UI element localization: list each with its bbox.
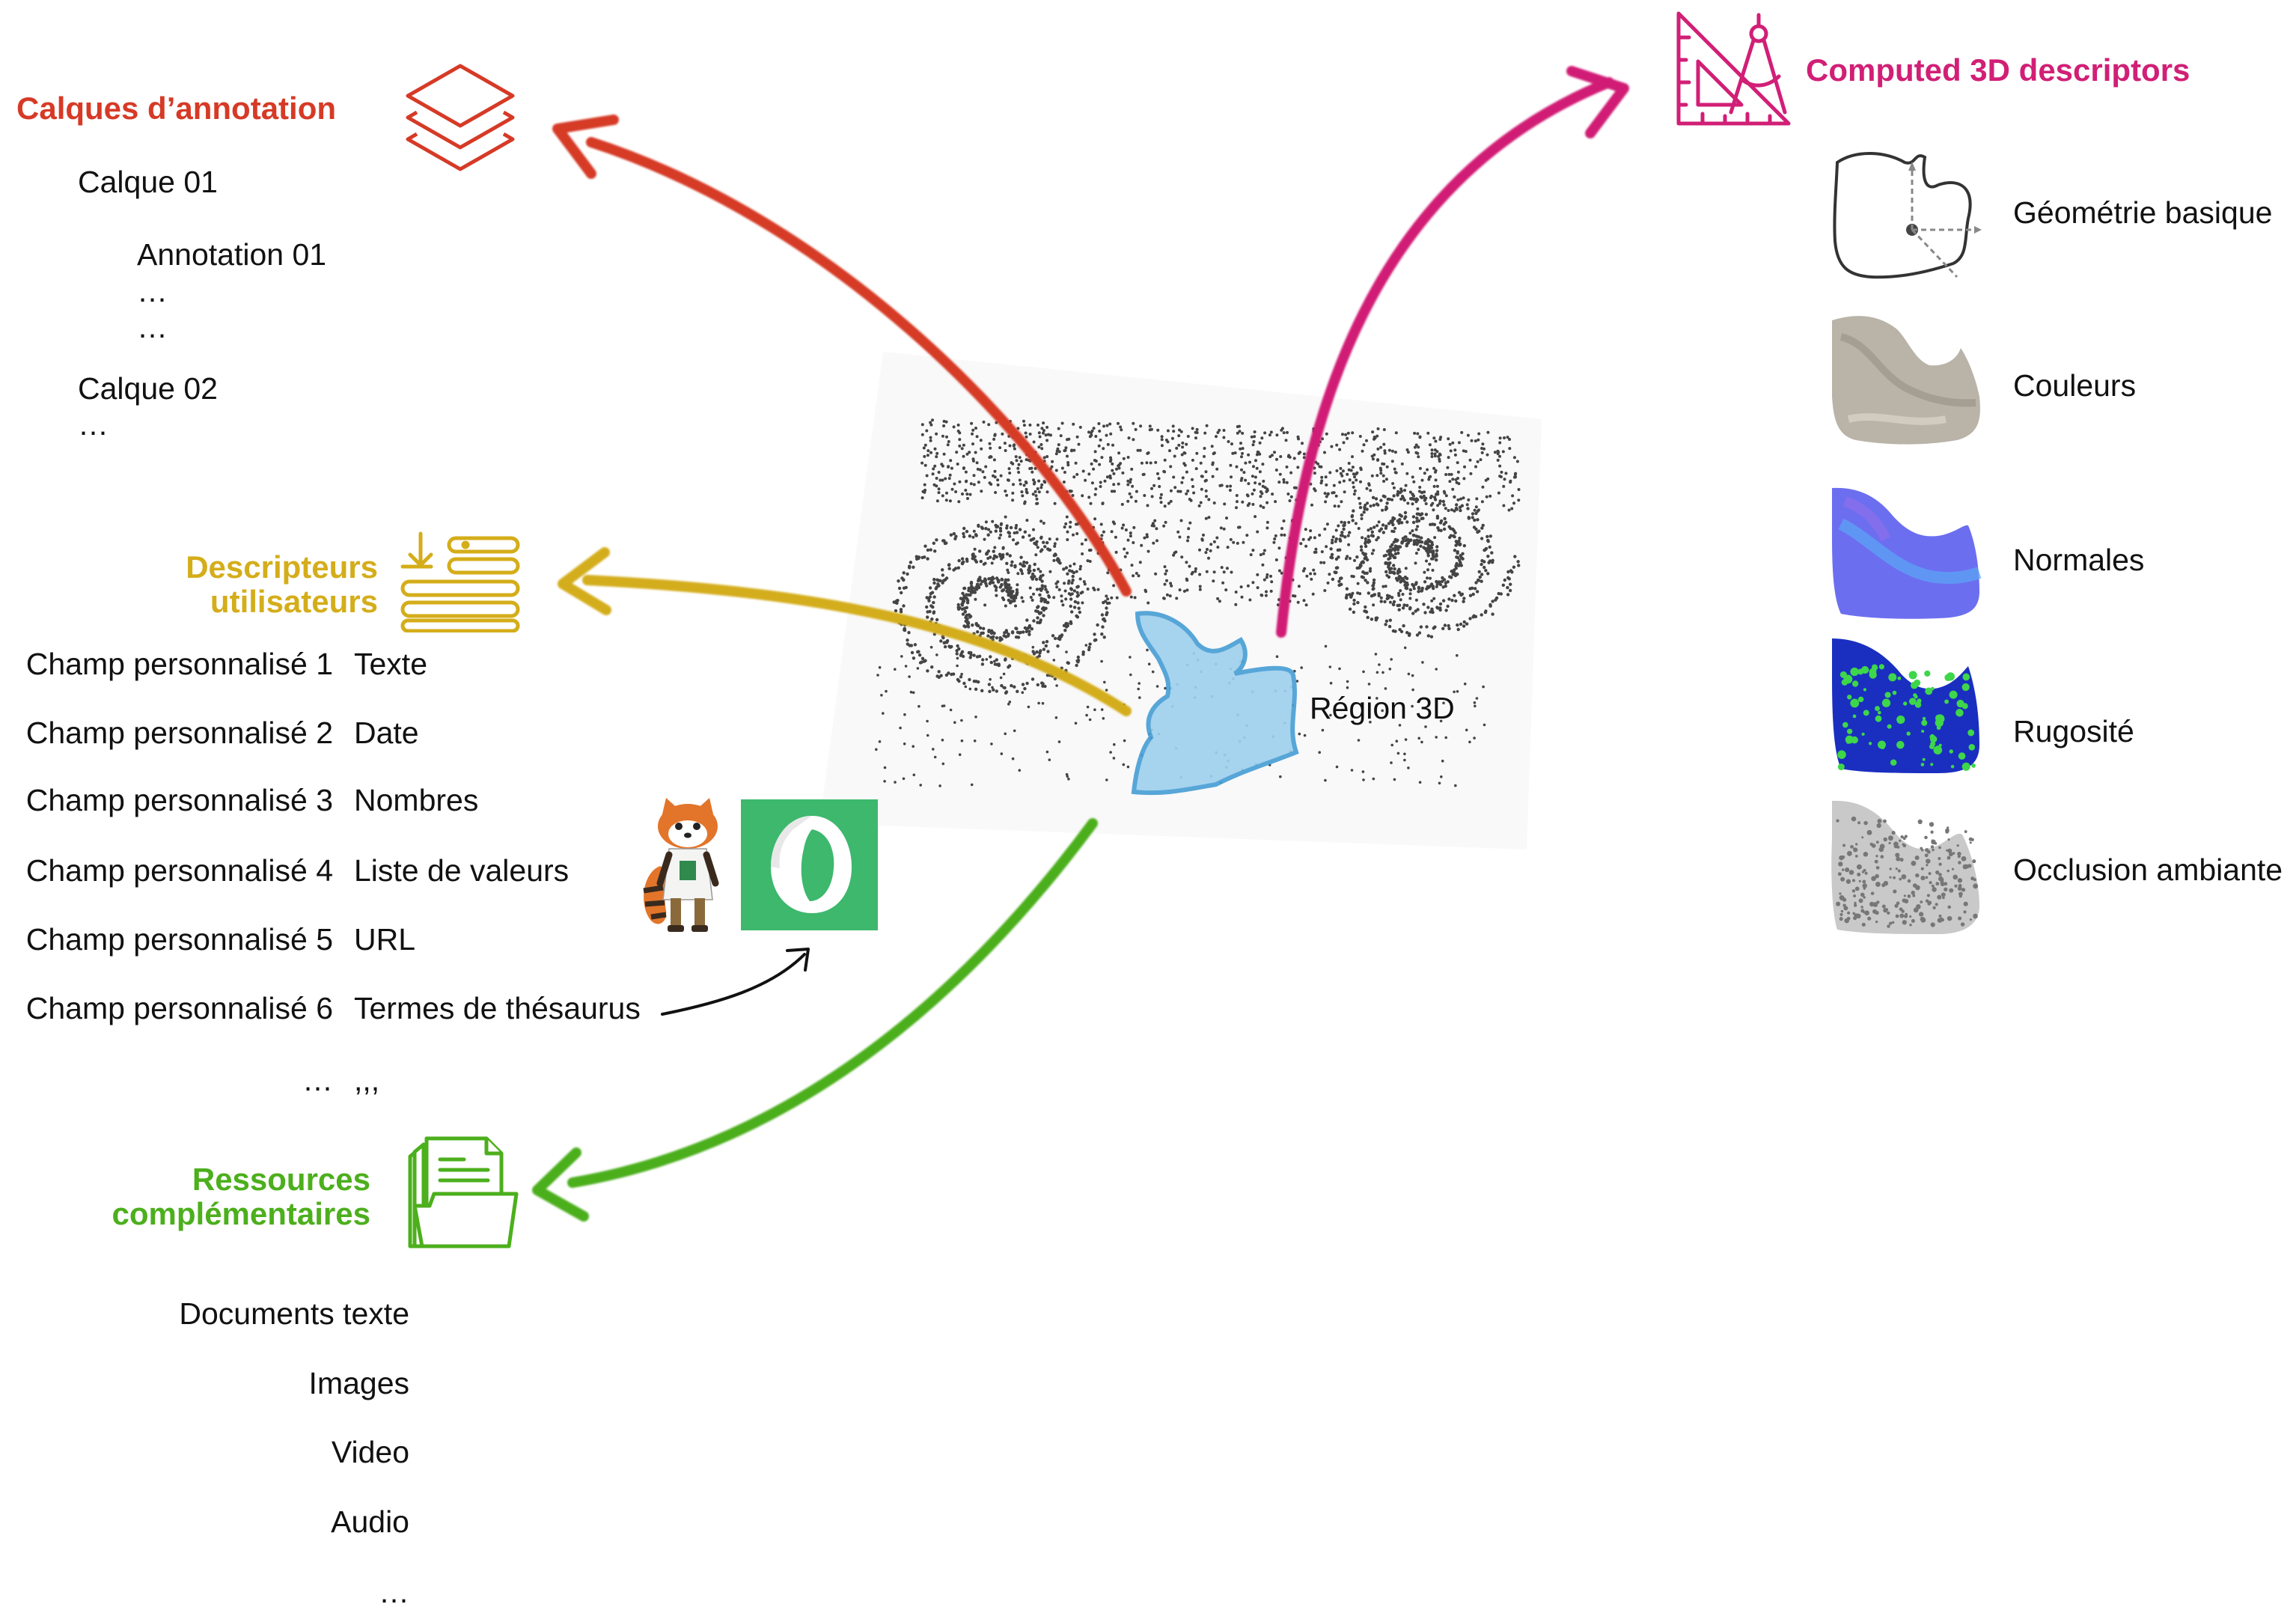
field-type: URL [354, 922, 416, 957]
color-texture-thumbnail [1832, 316, 1980, 445]
computed-item-label: Géométrie basique [2013, 195, 2273, 230]
stacked-layers-icon [406, 64, 515, 171]
arrow-to-resources [532, 818, 1098, 1222]
resource-item: Audio [331, 1504, 409, 1539]
computed-item-label: Rugosité [2013, 714, 2134, 748]
arrow-to-computed [1276, 66, 1629, 638]
field-type: Date [354, 716, 419, 750]
field-type: Termes de thésaurus [354, 991, 641, 1025]
red-panda-mascot-icon [643, 798, 719, 932]
point-cloud-image [819, 352, 1542, 850]
resources-title-line2: complémentaires [112, 1196, 370, 1231]
annotation-ellipsis: … [137, 310, 168, 344]
annotation-ellipsis: … [137, 274, 168, 308]
field-name: Champ personnalisé 4 [25, 853, 333, 888]
folder-documents-icon [408, 1136, 519, 1248]
region-3d-shape [1131, 611, 1299, 796]
resource-item: … [379, 1575, 409, 1609]
user-descriptors-title-line2: utilisateurs [210, 584, 378, 619]
computed-item-label: Occlusion ambiante [2013, 853, 2283, 887]
ambient-occlusion-thumbnail [1831, 800, 1979, 934]
thesaurus-arrow [661, 948, 810, 1016]
roughness-map-thumbnail [1832, 638, 1979, 773]
field-name: Champ personnalisé 6 [25, 991, 333, 1025]
field-name: Champ personnalisé 5 [25, 922, 333, 957]
user-descriptors-title-line1: Descripteurs [186, 549, 378, 585]
field-type: Nombres [354, 783, 479, 817]
layer-ellipsis: … [78, 407, 109, 442]
field-type: Liste de valeurs [354, 853, 570, 888]
resource-item: Video [331, 1435, 409, 1469]
computed-title: Computed 3D descriptors [1806, 52, 2190, 88]
annotation-item: Annotation 01 [137, 237, 327, 272]
arrow-to-user-descriptors [558, 547, 1132, 716]
form-fields-icon [400, 531, 520, 632]
layer-item: Calque 02 [78, 371, 218, 406]
field-name: Champ personnalisé 2 [25, 716, 333, 750]
field-name: Champ personnalisé 3 [25, 783, 333, 817]
layers-title: Calques d’annotation [16, 91, 337, 126]
field-type: Texte [354, 647, 427, 681]
geometry-thumbnail [1833, 152, 1982, 279]
resources-title-line1: Ressources [192, 1162, 370, 1197]
region-3d-label: Région 3D [1310, 691, 1455, 725]
field-type: ,,, [354, 1063, 380, 1097]
thesaurus-logo-icon [741, 799, 878, 930]
field-name: … [302, 1063, 333, 1097]
ruler-compass-icon [1676, 11, 1791, 126]
normal-map-thumbnail [1832, 487, 1982, 619]
computed-item-label: Normales [2013, 543, 2145, 577]
computed-item-label: Couleurs [2013, 368, 2137, 403]
resource-item: Documents texte [179, 1296, 409, 1331]
resource-item: Images [308, 1366, 409, 1400]
field-name: Champ personnalisé 1 [25, 647, 333, 681]
arrow-to-layers [552, 115, 1132, 597]
layer-item: Calque 01 [78, 165, 218, 199]
